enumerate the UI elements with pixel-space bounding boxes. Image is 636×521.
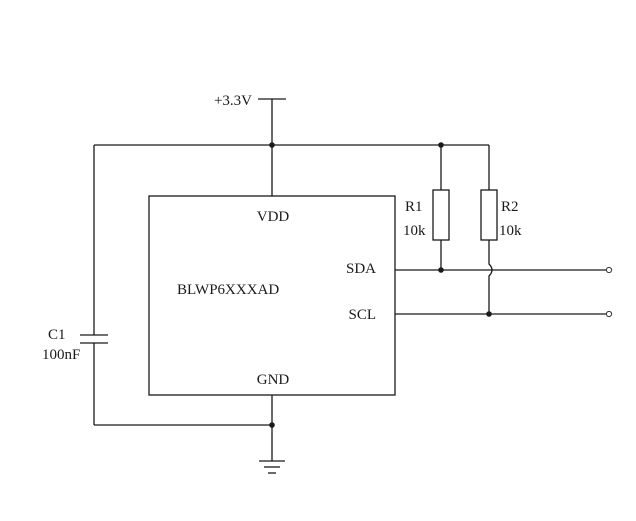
pin-vdd-label: VDD (257, 209, 290, 225)
pin-sda-label: SDA (346, 261, 376, 277)
resistor-r1-body (432, 189, 450, 241)
resistor-r2-body (480, 189, 498, 241)
r2-value: 10k (499, 223, 522, 239)
chip-name: BLWP6XXXAD (177, 282, 279, 298)
pin-scl-label: SCL (348, 307, 376, 323)
pin-gnd-label: GND (257, 372, 290, 388)
ground-icon (259, 460, 285, 474)
scl-terminal (605, 310, 613, 318)
sda-terminal (605, 266, 613, 274)
r1-ref: R1 (405, 199, 423, 215)
junction-gnd (269, 422, 275, 428)
r2-ref: R2 (501, 199, 519, 215)
power-label: +3.3V (214, 93, 252, 109)
r2-bottom-wire-hop (488, 240, 493, 314)
capacitor-value: 100nF (42, 347, 80, 363)
capacitor-ref: C1 (48, 327, 66, 343)
r1-value: 10k (403, 223, 426, 239)
